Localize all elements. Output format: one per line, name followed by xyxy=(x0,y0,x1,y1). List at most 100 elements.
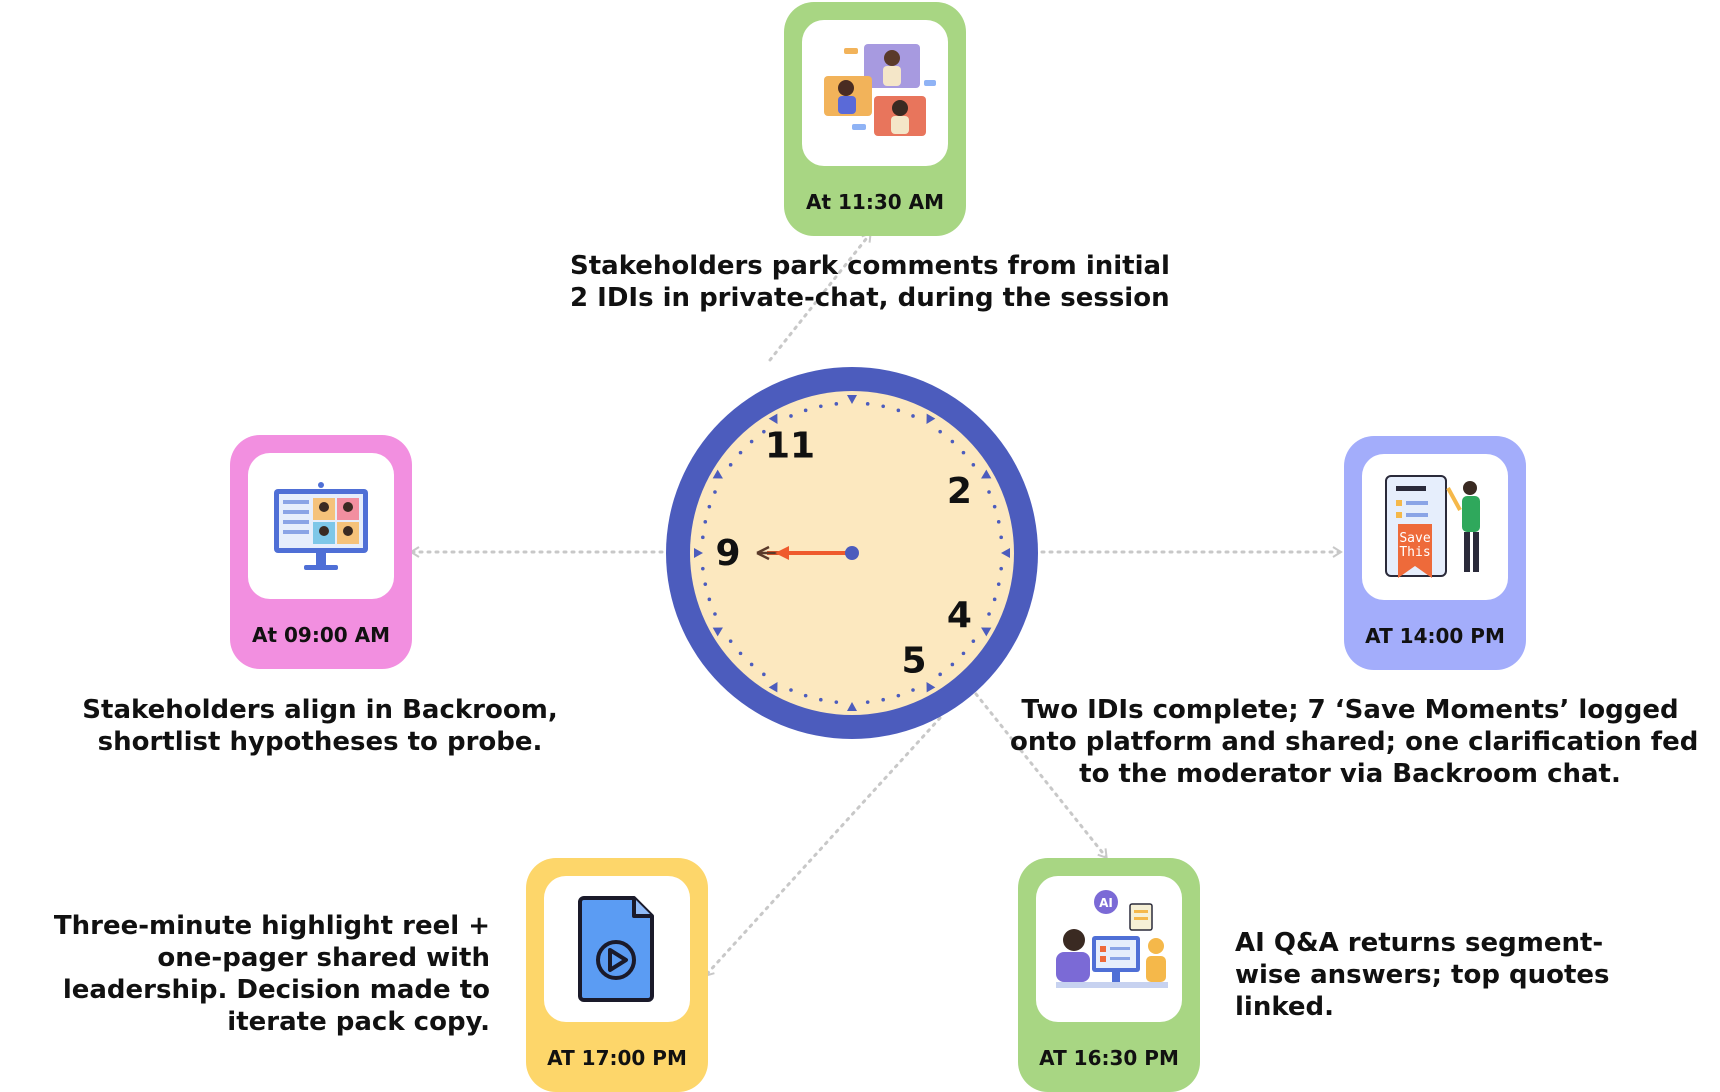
event-description-line: shortlist hypotheses to probe. xyxy=(97,727,543,757)
clock-hour-marker xyxy=(981,469,992,479)
clock-hand-head xyxy=(775,546,789,560)
event-card-1630: AI AT 16:30 PM xyxy=(1018,858,1200,1092)
clock-minute-dot xyxy=(749,439,754,444)
connector-to-1700 xyxy=(704,716,942,978)
clock-number: 2 xyxy=(947,471,972,512)
video-call-icon xyxy=(802,20,948,166)
clock-minute-dot xyxy=(911,688,915,692)
clock-hour-marker xyxy=(712,469,723,479)
event-description-line: iterate pack copy. xyxy=(227,1007,490,1037)
clock-minute-dot xyxy=(819,697,823,702)
clock-hour-marker xyxy=(694,548,703,558)
clock-minute-dot xyxy=(881,404,885,409)
event-time: AT 14:00 PM xyxy=(1365,624,1505,648)
event-description-line: to the moderator via Backroom chat. xyxy=(1079,759,1621,789)
event-time: At 09:00 AM xyxy=(251,623,390,647)
clock-minute-dot xyxy=(938,672,942,677)
clock-minute-dot xyxy=(762,672,766,677)
clock-hour-marker xyxy=(712,627,723,637)
ai-assistant-icon: AI xyxy=(1036,876,1182,1022)
clock-minute-dot xyxy=(803,693,808,698)
clock-hour-marker xyxy=(926,413,936,424)
clock-minute-dot xyxy=(703,520,708,524)
clock-minute-dot xyxy=(728,639,733,643)
clock-minute-dot xyxy=(789,414,793,418)
clock-hour-marker xyxy=(768,413,778,424)
video-file-play-icon xyxy=(544,876,690,1022)
svg-text:Save: Save xyxy=(1399,531,1430,546)
event-description-line: leadership. Decision made to xyxy=(62,975,490,1005)
event-description-line: Stakeholders align in Backroom, xyxy=(82,695,558,725)
event-card-0900: At 09:00 AM xyxy=(230,435,412,669)
clock-minute-dot xyxy=(707,597,712,602)
clock-minute-dot xyxy=(749,662,754,667)
event-description-1630: AI Q&A returns segment- wise answers; to… xyxy=(1235,927,1655,1023)
event-description-0900: Stakeholders align in Backroom, shortlis… xyxy=(60,694,580,758)
clock-hand xyxy=(756,545,859,561)
clock-minute-dot xyxy=(971,639,976,643)
clock-minute-dot xyxy=(819,404,823,409)
clock-minute-dot xyxy=(996,582,1001,586)
clock-minute-dot xyxy=(987,490,991,494)
clock-minute-dot xyxy=(971,463,976,467)
clock-number: 5 xyxy=(901,640,926,681)
clock-minute-dot xyxy=(789,688,793,692)
clock-minute-dots xyxy=(701,402,1003,704)
event-card-1400: Save This AT 14:00 PM xyxy=(1344,436,1526,670)
event-description-line: one-pager shared with xyxy=(157,943,490,973)
clock-hour-marker xyxy=(1001,548,1010,558)
clock-minute-dot xyxy=(803,408,808,413)
clock-minute-dot xyxy=(999,566,1003,571)
clock-minute-dot xyxy=(938,429,942,434)
event-description-line: 2 IDIs in private-chat, during the sessi… xyxy=(570,283,1170,313)
clock-minute-dot xyxy=(738,450,743,455)
clock-hour-markers xyxy=(694,395,1010,711)
clock-minute-dot xyxy=(713,612,717,616)
clock-number: 4 xyxy=(947,595,972,636)
event-description-1700: Three-minute highlight reel + one-pager … xyxy=(40,910,490,1038)
clock-minute-dot xyxy=(865,700,870,704)
clock-minute-dot xyxy=(992,504,997,509)
clock-hour-marker xyxy=(926,682,936,693)
clock-minute-dot xyxy=(865,402,870,406)
clock-minute-dot xyxy=(703,582,708,586)
clock-hour-marker xyxy=(847,702,857,711)
connector-to-1630 xyxy=(974,692,1108,860)
event-card-1130: At 11:30 AM xyxy=(784,2,966,236)
clock-minute-dot xyxy=(961,651,966,656)
clock-minute-dot xyxy=(834,402,839,406)
connector-to-1130 xyxy=(768,231,872,362)
event-description-line: Stakeholders park comments from initial xyxy=(570,251,1170,281)
clock-hand-arrowhead xyxy=(756,545,770,561)
clock-minute-dot xyxy=(834,700,839,704)
clock-minute-dot xyxy=(728,463,733,467)
clock-minute-dot xyxy=(707,504,712,509)
clock-minute-dot xyxy=(701,535,705,540)
video-conference-monitor-icon xyxy=(248,453,394,599)
clock-minute-dot xyxy=(911,414,915,418)
clock-minute-dot xyxy=(738,651,743,656)
event-card-1700: AT 17:00 PM xyxy=(526,858,708,1092)
clock-minute-dot xyxy=(996,520,1001,524)
clock-minute-dot xyxy=(999,535,1003,540)
clock-minute-dot xyxy=(950,662,955,667)
clock-minute-dot xyxy=(896,693,901,698)
clock-number: 9 xyxy=(715,533,740,574)
svg-text:AI: AI xyxy=(1099,896,1113,910)
event-time: AT 16:30 PM xyxy=(1039,1046,1179,1070)
event-description-line: Two IDIs complete; 7 ‘Save Moments’ logg… xyxy=(1021,695,1679,725)
clock-hub xyxy=(845,546,859,560)
event-description-line: onto platform and shared; one clarificat… xyxy=(1010,727,1699,757)
clock-hour-marker xyxy=(847,395,857,404)
event-description-line: linked. xyxy=(1235,992,1335,1022)
event-description-line: AI Q&A returns segment- xyxy=(1235,928,1604,958)
clock-hour-marker xyxy=(981,627,992,637)
event-description-line: Three-minute highlight reel + xyxy=(53,911,490,941)
clock-minute-dot xyxy=(701,566,705,571)
clock-minute-dot xyxy=(762,429,766,434)
clock-minute-dot xyxy=(961,450,966,455)
clock-minute-dot xyxy=(713,490,717,494)
